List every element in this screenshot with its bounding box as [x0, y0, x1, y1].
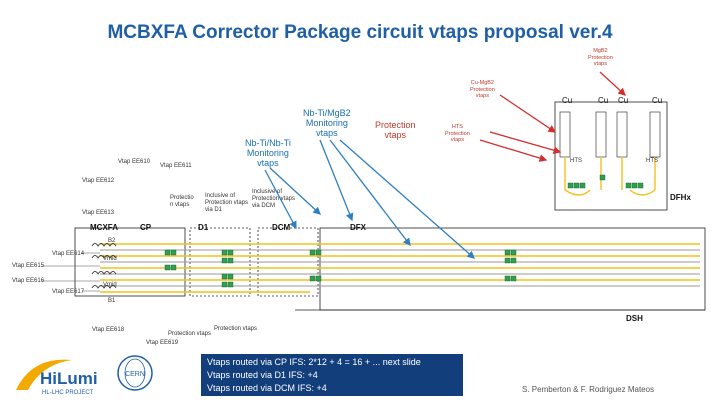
cu-label-4: Cu: [652, 96, 663, 105]
vtap-routing-notes: Vtaps routed via CP IFS: 2*12 + 4 = 16 +…: [201, 354, 463, 396]
mcbxfa-label: MCXFA: [90, 223, 118, 232]
nb-nb-monitoring-label: Nb-Ti/Nb-Ti Monitoring vtaps: [245, 138, 291, 168]
vtap-label-617: Vtap EE617: [52, 289, 85, 295]
d1-label: D1: [198, 223, 209, 232]
protection-vtaps-bottom-1: Protection vtaps: [168, 331, 212, 337]
author-credit: S. Pemberton & F. Rodriguez Mateos: [522, 385, 655, 394]
protection-vtaps-small-label: Protectio n vtaps: [170, 195, 194, 208]
dfhx-box: [554, 101, 668, 211]
hilumi-logo-subtext: HL-LHC PROJECT: [42, 390, 94, 396]
hts-label-2: HTS: [646, 158, 658, 164]
coil-label-b1: B1: [108, 298, 116, 304]
vtap-label-619: Vtap EE619: [146, 340, 179, 346]
protection-via-d1-label: Inclusive of Protection vtaps via D1: [205, 193, 249, 213]
hts-label-1: HTS: [570, 158, 582, 164]
coil-label-b2: B2: [108, 238, 116, 244]
mgb2-protection-label: MgB2 Protection vtaps: [588, 48, 613, 67]
cp-label: CP: [140, 223, 152, 232]
vtap-label-612: Vtap EE612: [82, 178, 115, 184]
protection-via-dcm-label: Inclusive of Protection vtaps via DCM: [252, 189, 296, 209]
cern-logo-text: CERN: [125, 371, 145, 378]
coil-label-vmid-2: Vmid: [103, 282, 117, 288]
coil-label-vmid-1: Vmid: [103, 256, 117, 262]
nb-mgb2-monitoring-label: Nb-Ti/MgB2 Monitoring vtaps: [303, 108, 351, 138]
note-line-dcm: Vtaps routed via DCM IFS: +4: [207, 383, 327, 393]
dsh-label: DSH: [626, 314, 643, 323]
cu-label-1: Cu: [562, 96, 573, 105]
vtap-label-614: Vtap EE614: [52, 251, 85, 257]
protection-vtaps-bottom-2: Protection vtaps: [214, 326, 258, 332]
vtap-label-618: Vtap EE618: [92, 327, 125, 333]
page-title: MCBXFA Corrector Package circuit vtaps p…: [107, 22, 613, 43]
hts-protection-label: HTS Protection vtaps: [445, 124, 470, 143]
cu-label-3: Cu: [618, 96, 629, 105]
note-line-cp: Vtaps routed via CP IFS: 2*12 + 4 = 16 +…: [207, 357, 421, 367]
note-line-d1: Vtaps routed via D1 IFS: +4: [207, 370, 318, 380]
cu-mgb2-protection-label: Cu-MgB2 Protection vtaps: [470, 80, 495, 99]
dcm-label: DCM: [272, 223, 291, 232]
vtap-label-615: Vtap EE615: [12, 263, 45, 269]
vtap-label-610: Vtap EE610: [118, 159, 151, 165]
vtap-label-611: Vtap EE611: [160, 163, 192, 169]
dfx-box: [319, 227, 706, 311]
hilumi-logo: HiLumi HL-LHC PROJECT: [16, 359, 98, 396]
vtap-label-613: Vtap EE613: [82, 210, 115, 216]
protection-vtaps-label: Protection vtaps: [375, 120, 416, 140]
cu-label-2: Cu: [598, 96, 609, 105]
vtap-label-616: Vtap EE616: [12, 278, 45, 284]
cern-logo: CERN: [117, 355, 153, 391]
hilumi-logo-text: HiLumi: [40, 369, 98, 388]
dfhx-label: DFHx: [670, 193, 691, 202]
dfx-label: DFX: [350, 223, 366, 232]
